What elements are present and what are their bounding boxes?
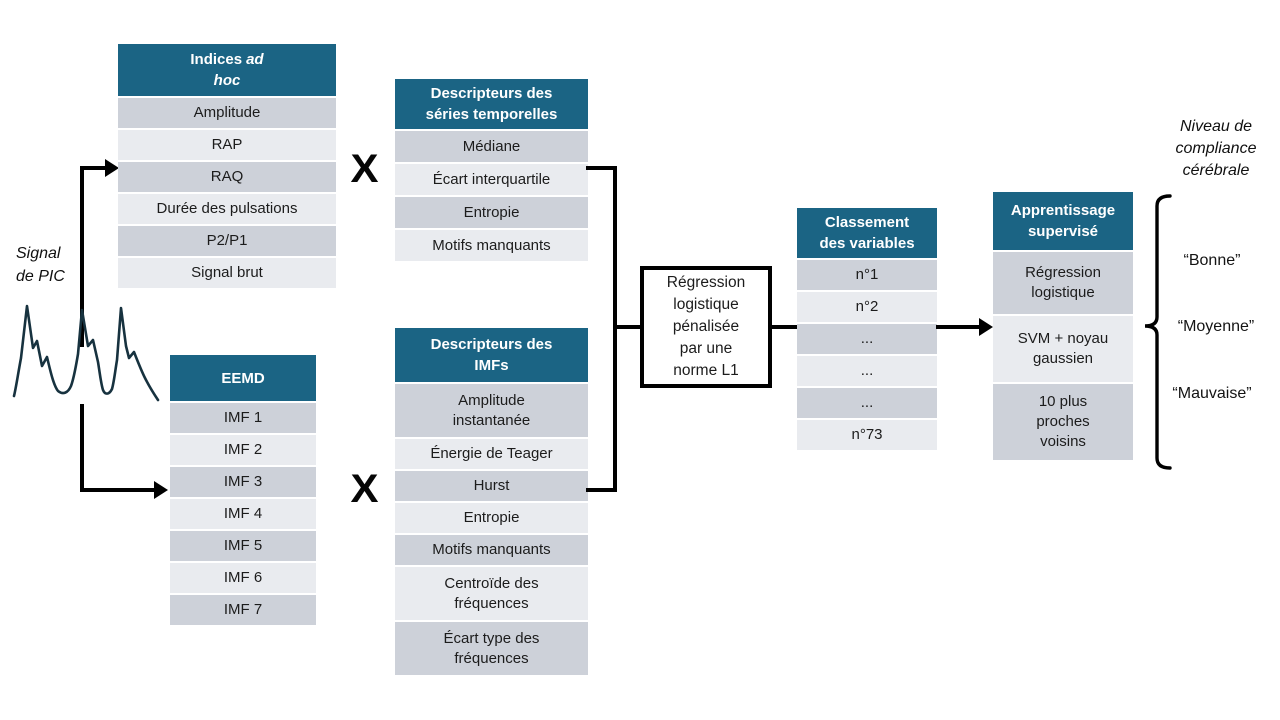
table-row: ...: [797, 324, 937, 354]
imf-descriptors-table: Descripteurs des IMFs Amplitude instanta…: [395, 328, 588, 675]
table-row: Écart interquartile: [395, 164, 588, 195]
table-row: IMF 4: [170, 499, 316, 529]
table-row: Motifs manquants: [395, 535, 588, 565]
connector-to-eemd: [80, 488, 156, 492]
eemd-header: EEMD: [170, 355, 316, 401]
table-row: Amplitude: [118, 98, 336, 128]
table-row: Énergie de Teager: [395, 439, 588, 469]
table-row: IMF 3: [170, 467, 316, 497]
connector-descriptors-merge: [613, 166, 617, 492]
arrowhead-into-learning-icon: [979, 318, 993, 336]
table-row: Médiane: [395, 131, 588, 162]
table-row: IMF 5: [170, 531, 316, 561]
table-row: SVM + noyau gaussien: [993, 316, 1133, 382]
imf-descriptors-header: Descripteurs des IMFs: [395, 328, 588, 382]
connector-imfs-out: [586, 488, 617, 492]
table-row: Durée des pulsations: [118, 194, 336, 224]
table-row: 10 plus proches voisins: [993, 384, 1133, 460]
connector-box-to-ranking: [771, 325, 798, 329]
connector-series-out: [586, 166, 617, 170]
connector-signal-trunk-upper: [80, 166, 84, 347]
table-row: Signal brut: [118, 258, 336, 288]
table-row: IMF 7: [170, 595, 316, 625]
table-row: ...: [797, 356, 937, 386]
table-row: Entropie: [395, 197, 588, 228]
header-text-italic: ad hoc: [213, 51, 264, 89]
connector-to-indices: [80, 166, 108, 170]
class-label-bonne: “Bonne”: [1183, 252, 1241, 269]
connector-ranking-to-learning: [936, 325, 981, 329]
table-row: Entropie: [395, 503, 588, 533]
supervised-learning-table: Apprentissage supervisé Régression logis…: [993, 192, 1133, 460]
connector-into-regression-box: [613, 325, 641, 329]
class-label-moyenne: “Moyenne”: [1177, 318, 1255, 335]
table-row: Centroïde des fréquences: [395, 567, 588, 620]
table-row: P2/P1: [118, 226, 336, 256]
multiply-operator: X: [350, 147, 379, 191]
table-row: n°2: [797, 292, 937, 322]
table-row: Hurst: [395, 471, 588, 501]
table-row: Écart type des fréquences: [395, 622, 588, 675]
arrowhead-into-eemd-icon: [154, 481, 168, 499]
l1-regression-box: Régression logistique pénalisée par une …: [640, 266, 772, 388]
eemd-table: EEMD IMF 1 IMF 2 IMF 3 IMF 4 IMF 5 IMF 6…: [170, 355, 316, 625]
table-row: n°1: [797, 260, 937, 290]
header-text: Indices: [190, 51, 243, 68]
table-row: RAQ: [118, 162, 336, 192]
table-row: IMF 6: [170, 563, 316, 593]
variable-ranking-table: Classement des variables n°1 n°2 ... ...…: [797, 208, 937, 450]
compliance-level-label: Niveau de compliance cérébrale: [1175, 118, 1257, 179]
arrowhead-into-indices-icon: [105, 159, 119, 177]
variable-ranking-header: Classement des variables: [797, 208, 937, 258]
supervised-learning-header: Apprentissage supervisé: [993, 192, 1133, 250]
timeseries-descriptors-header: Descripteurs des séries temporelles: [395, 79, 588, 129]
table-row: RAP: [118, 130, 336, 160]
table-row: Régression logistique: [993, 252, 1133, 314]
table-row: Motifs manquants: [395, 230, 588, 261]
table-row: IMF 2: [170, 435, 316, 465]
signal-pic-label: Signal de PIC: [16, 245, 65, 285]
table-row: n°73: [797, 420, 937, 450]
connector-signal-trunk-lower: [80, 404, 84, 492]
class-label-mauvaise: “Mauvaise”: [1172, 385, 1252, 402]
timeseries-descriptors-table: Descripteurs des séries temporelles Médi…: [395, 79, 588, 261]
multiply-operator: X: [350, 467, 379, 511]
output-brace-icon: [1144, 194, 1172, 470]
icp-waveform-icon: [12, 304, 160, 402]
table-row: IMF 1: [170, 403, 316, 433]
table-row: Amplitude instantanée: [395, 384, 588, 437]
table-row: ...: [797, 388, 937, 418]
